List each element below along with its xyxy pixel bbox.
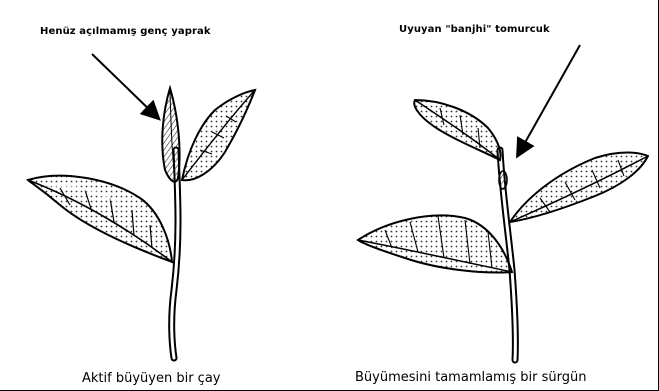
right-annotation-arrow [518, 45, 580, 155]
right-upper-leaf [414, 100, 500, 160]
left-curled-leaf [182, 90, 255, 180]
right-caption: Büyümesini tamamlamış bir sürgün [355, 370, 586, 385]
right-annotation-label: Uyuyan "banjhi" tomurcuk [399, 24, 550, 35]
right-plant [358, 45, 648, 360]
left-annotation-arrow [92, 54, 158, 118]
banjhi-bud [499, 171, 507, 189]
left-annotation-label: Henüz açılmamış genç yaprak [40, 26, 211, 37]
right-side-leaf [510, 153, 648, 223]
left-young-leaf [162, 88, 179, 182]
left-plant [28, 54, 255, 358]
left-large-leaf [28, 176, 172, 262]
left-caption: Aktif büyüyen bir çay [82, 371, 220, 386]
right-large-leaf [358, 215, 512, 272]
